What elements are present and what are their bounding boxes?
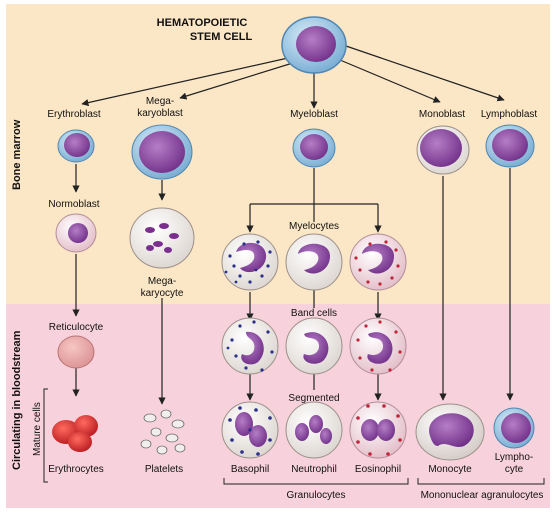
reticulocyte-cell xyxy=(57,335,95,369)
erythrocytes-cells xyxy=(52,415,98,452)
eosinophil-band xyxy=(349,317,407,375)
lymphoblast-cell xyxy=(485,124,535,168)
basophil-cell xyxy=(221,401,279,459)
monocyte-cell xyxy=(415,403,485,461)
granulocytes-label: Granulocytes xyxy=(287,490,346,501)
normoblast-label: Normoblast xyxy=(48,199,99,210)
stem-cell xyxy=(281,16,347,74)
segmented-label: Segmented xyxy=(288,393,339,404)
bloodstream-zone xyxy=(6,304,550,508)
reticulocyte-label: Reticulocyte xyxy=(49,322,104,333)
myelocytes-label: Myelocytes xyxy=(289,221,339,232)
mononuclear-bracket xyxy=(417,478,545,485)
erythroblast-cell xyxy=(57,129,95,163)
bone-marrow-label: Bone marrow xyxy=(11,119,23,190)
eosinophil-cell xyxy=(349,401,407,459)
erythrocytes-label: Erythrocytes xyxy=(48,464,104,475)
neutrophil-label: Neutrophil xyxy=(291,464,337,475)
normoblast-cell xyxy=(55,213,97,253)
lymphocyte-cell xyxy=(493,407,535,449)
stem-cell-title-line2: STEM CELL xyxy=(190,31,253,43)
eosinophilic-myelocyte xyxy=(349,233,407,291)
megakaryocyte-label-2: karyocyte xyxy=(141,288,184,299)
lymphocyte-label-2: cyte xyxy=(505,464,524,475)
monoblast-label: Monoblast xyxy=(419,109,465,120)
erythroblast-label: Erythroblast xyxy=(47,109,101,120)
platelets-cells xyxy=(140,409,186,455)
mature-cells-bracket xyxy=(43,388,48,483)
circulating-label: Circulating in bloodstream xyxy=(11,330,23,470)
granulocytes-bracket xyxy=(223,478,409,485)
lymphocyte-label-1: Lympho- xyxy=(495,452,534,463)
lymphoblast-label: Lymphoblast xyxy=(481,109,538,120)
mononuclear-label: Mononuclear agranulocytes xyxy=(421,490,544,501)
neutrophil-band xyxy=(285,317,343,375)
megakaryocyte-cell xyxy=(129,207,195,269)
band-cells-label: Band cells xyxy=(291,308,337,319)
neutrophilic-myelocyte xyxy=(285,233,343,291)
neutrophil-cell xyxy=(285,401,343,459)
myeloblast-cell xyxy=(292,128,336,168)
monocyte-label: Monocyte xyxy=(428,464,472,475)
basophil-label: Basophil xyxy=(231,464,269,475)
stem-arrows xyxy=(81,45,505,109)
monoblast-cell xyxy=(416,125,470,175)
platelets-label: Platelets xyxy=(145,464,183,475)
eosinophil-label: Eosinophil xyxy=(355,464,401,475)
megakaryoblast-label-1: Mega- xyxy=(146,96,174,107)
megakaryocyte-label-1: Mega- xyxy=(148,276,176,287)
mature-cells-label: Mature cells xyxy=(32,402,43,456)
basophilic-myelocyte xyxy=(221,233,279,291)
lineage-arrows xyxy=(72,164,514,405)
myeloblast-label: Myeloblast xyxy=(290,109,338,120)
basophil-band xyxy=(221,317,279,375)
stem-cell-title-line1: HEMATOPOIETIC xyxy=(157,17,248,29)
megakaryoblast-cell xyxy=(131,124,193,180)
megakaryoblast-label-2: karyoblast xyxy=(137,108,183,119)
